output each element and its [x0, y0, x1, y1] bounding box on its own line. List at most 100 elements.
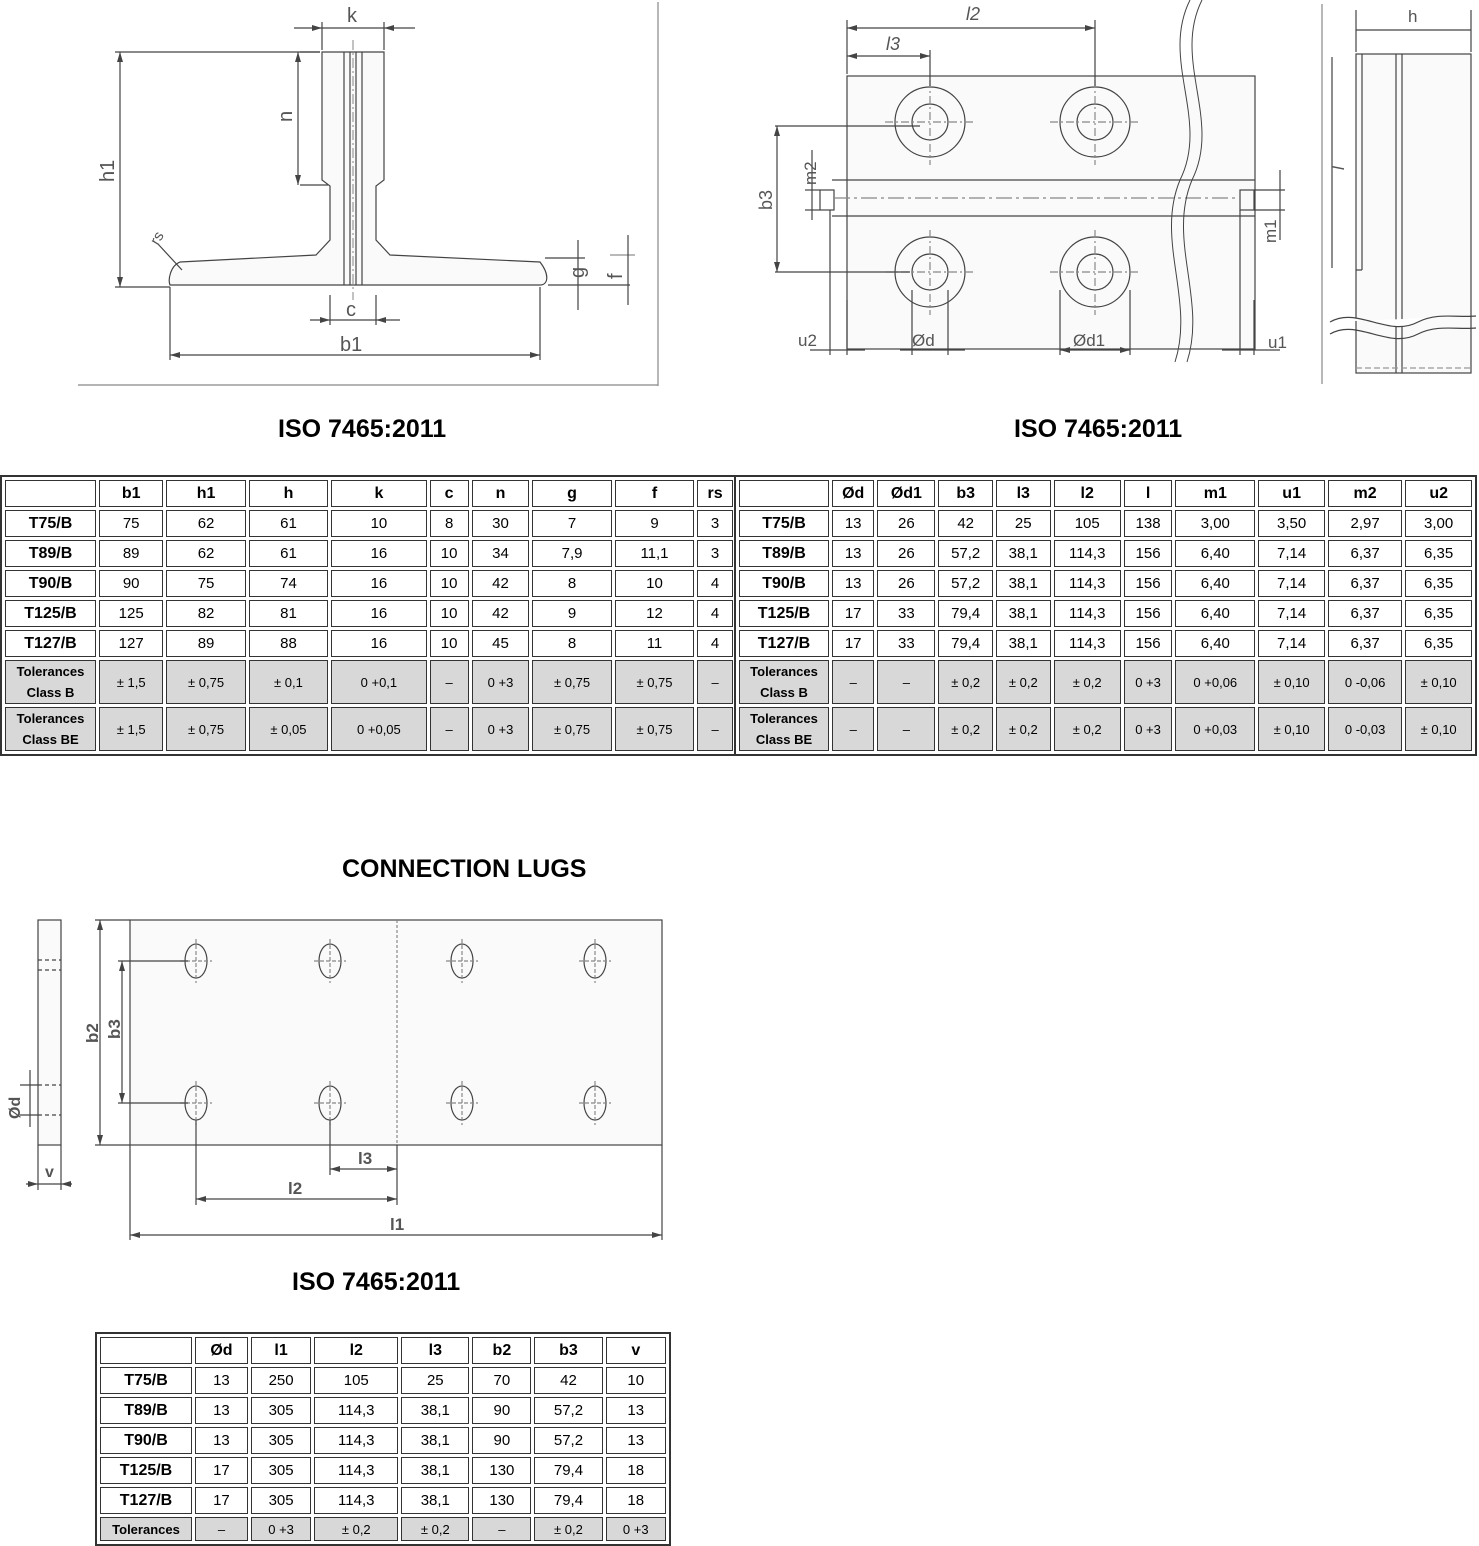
table-row: T125/B 17 33 79,4 38,1 114,3 156 6,40 7,… — [739, 600, 1472, 627]
table-cell: 57,2 — [938, 570, 993, 597]
dim-l2: l2 — [966, 4, 980, 24]
table-cell: 305 — [250, 1487, 312, 1514]
table-cell: 79,4 — [534, 1487, 603, 1514]
class-label: Class BE — [755, 732, 813, 747]
table-cell: 16 — [331, 630, 427, 657]
table-cell: 75 — [99, 510, 164, 537]
iso-heading-right: ISO 7465:2011 — [1014, 415, 1183, 443]
table-cell: 38,1 — [401, 1397, 470, 1424]
table-cell: – — [877, 660, 936, 704]
table-cell: 17 — [832, 630, 875, 657]
dim-u1: u1 — [1268, 333, 1287, 352]
header-cell — [5, 480, 96, 507]
table-cell: ± 1,5 — [99, 707, 164, 751]
table-cell: ± 0,75 — [532, 707, 612, 751]
table-cell: 13 — [605, 1427, 666, 1454]
table-cell: 0 -0,03 — [1327, 707, 1403, 751]
table-cell: 125 — [99, 600, 164, 627]
table-cell: 79,4 — [534, 1457, 603, 1484]
table-cell: ± 0,2 — [1053, 660, 1121, 704]
row-label: Tolerances — [100, 1517, 192, 1541]
table-cell: 90 — [472, 1427, 532, 1454]
table-cell: 130 — [472, 1457, 532, 1484]
table-cell: ± 0,75 — [166, 660, 246, 704]
table-cell: 6,40 — [1175, 630, 1256, 657]
row-label: T125/B — [739, 600, 829, 627]
table-cell: 105 — [314, 1367, 399, 1394]
table-cell: 6,35 — [1405, 570, 1472, 597]
dim-d: Ød — [7, 1097, 24, 1119]
table-cell: 89 — [99, 540, 164, 567]
table-cell: 114,3 — [314, 1427, 399, 1454]
table-cell: 156 — [1123, 600, 1173, 627]
row-label: T90/B — [5, 570, 96, 597]
header-cell: u2 — [1405, 480, 1472, 507]
table-cell: 156 — [1123, 570, 1173, 597]
header-cell: l2 — [314, 1337, 399, 1364]
table-cell: – — [472, 1517, 532, 1541]
dim-rs: rs — [147, 229, 168, 248]
table-cell: ± 0,10 — [1405, 660, 1472, 704]
table-row: T127/B 127 89 88 16 10 45 8 11 4 — [5, 630, 733, 657]
header-cell: u1 — [1258, 480, 1325, 507]
table-cell: 10 — [605, 1367, 666, 1394]
dim-m2: m2 — [801, 161, 820, 185]
table-cell: 6,35 — [1405, 540, 1472, 567]
table-cell: ± 1,5 — [99, 660, 164, 704]
table-cell: 3,00 — [1175, 510, 1256, 537]
fishplate-dimensions-table: Ød Ød1 b3 l3 l2 l m1 u1 m2 u2 T75/B 13 2… — [734, 475, 1477, 756]
table-cell: 61 — [248, 540, 329, 567]
table-cell: 82 — [166, 600, 246, 627]
table-cell: 16 — [331, 540, 427, 567]
table-cell: 62 — [166, 510, 246, 537]
table-cell: 10 — [614, 570, 695, 597]
table-row: T89/B 89 62 61 16 10 34 7,9 11,1 3 — [5, 540, 733, 567]
dim-g: g — [567, 267, 589, 278]
table-cell: 61 — [248, 510, 329, 537]
table-row: T127/B 17 305 114,3 38,1 130 79,4 18 — [100, 1487, 666, 1514]
table-cell: 16 — [331, 570, 427, 597]
table-cell: 7,14 — [1258, 540, 1325, 567]
table-cell: 4 — [697, 630, 733, 657]
table-cell: 3 — [697, 540, 733, 567]
header-cell: m2 — [1327, 480, 1403, 507]
profile-drawing: k n h1 rs g f c b1 — [78, 2, 659, 386]
rail-side-drawing: h l — [1321, 4, 1477, 384]
table-cell: 2,97 — [1327, 510, 1403, 537]
dim-n: n — [275, 111, 297, 122]
table-cell: 10 — [331, 510, 427, 537]
table-cell: 79,4 — [938, 600, 993, 627]
header-cell: b2 — [472, 1337, 532, 1364]
table-cell: 75 — [166, 570, 246, 597]
table-row: T89/B 13 26 57,2 38,1 114,3 156 6,40 7,1… — [739, 540, 1472, 567]
table-cell: 8 — [429, 510, 469, 537]
table-cell: 79,4 — [938, 630, 993, 657]
header-cell: b1 — [99, 480, 164, 507]
table-cell: – — [429, 660, 469, 704]
dim-l1: l1 — [390, 1215, 404, 1234]
table-cell: 38,1 — [401, 1427, 470, 1454]
table-cell: ± 0,75 — [532, 660, 612, 704]
table-cell: 17 — [832, 600, 875, 627]
table-cell: 6,40 — [1175, 570, 1256, 597]
tolerance-label: Tolerances — [16, 664, 85, 679]
header-cell: k — [331, 480, 427, 507]
table-cell: 114,3 — [314, 1397, 399, 1424]
dim-f: f — [605, 273, 627, 279]
table-row: T127/B 17 33 79,4 38,1 114,3 156 6,40 7,… — [739, 630, 1472, 657]
table-cell: 17 — [195, 1487, 248, 1514]
table-cell: ± 0,10 — [1405, 707, 1472, 751]
table-cell: 9 — [614, 510, 695, 537]
table-cell: 156 — [1123, 540, 1173, 567]
table-cell: 38,1 — [401, 1487, 470, 1514]
row-label: T90/B — [739, 570, 829, 597]
rail-plan-drawing: l2 l3 b3 m2 m1 u2 Ød Ød1 u1 — [756, 0, 1287, 363]
header-cell: g — [532, 480, 612, 507]
table-cell: 114,3 — [314, 1487, 399, 1514]
table-cell: 3,50 — [1258, 510, 1325, 537]
table-cell: 42 — [471, 600, 530, 627]
table-cell: 11 — [614, 630, 695, 657]
